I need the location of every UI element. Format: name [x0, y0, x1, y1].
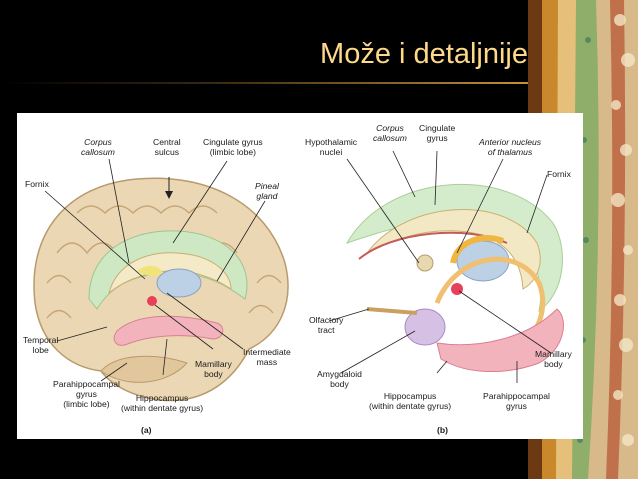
- panel-label-a: (a): [141, 425, 152, 435]
- label-fornix-a: Fornix: [25, 179, 49, 189]
- label-cingulate-gyrus-a: Cingulate gyrus(limbic lobe): [203, 137, 263, 157]
- title-underline: [0, 82, 540, 84]
- label-hippocampus-b: Hippocampus(within dentate gyrus): [369, 391, 452, 411]
- label-hippocampus-a: Hippocampus(within dentate gyrus): [121, 393, 204, 413]
- panel-label-b: (b): [437, 425, 448, 435]
- limbic-illustration-b: [345, 184, 564, 373]
- brain-illustration-a: [33, 177, 289, 402]
- leader-lines: [44, 150, 552, 383]
- label-fornix-b: Fornix: [547, 169, 571, 179]
- slide-title: Može i detaljnije: [320, 38, 528, 70]
